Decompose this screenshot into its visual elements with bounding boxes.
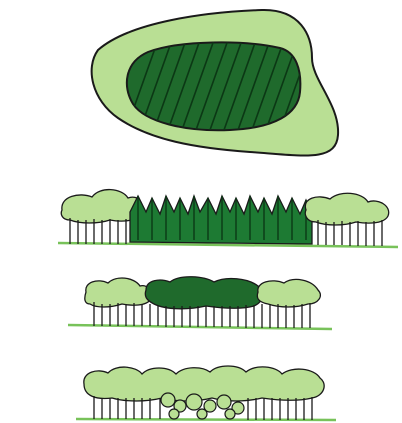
ground-line-2 [68,325,332,329]
dense-dark-canopy [145,277,263,309]
plan-view [92,10,338,156]
section-dense-core [68,277,332,329]
deciduous-canopy-right-1 [305,193,388,246]
deciduous-canopy-left-2 [85,278,151,307]
section-conifer-core [58,190,398,247]
conifer-stand [130,196,312,244]
ground-line-3 [76,419,336,420]
continuous-canopy-3 [84,366,324,401]
section-understory [76,366,336,420]
deciduous-canopy-right-2 [257,279,320,307]
